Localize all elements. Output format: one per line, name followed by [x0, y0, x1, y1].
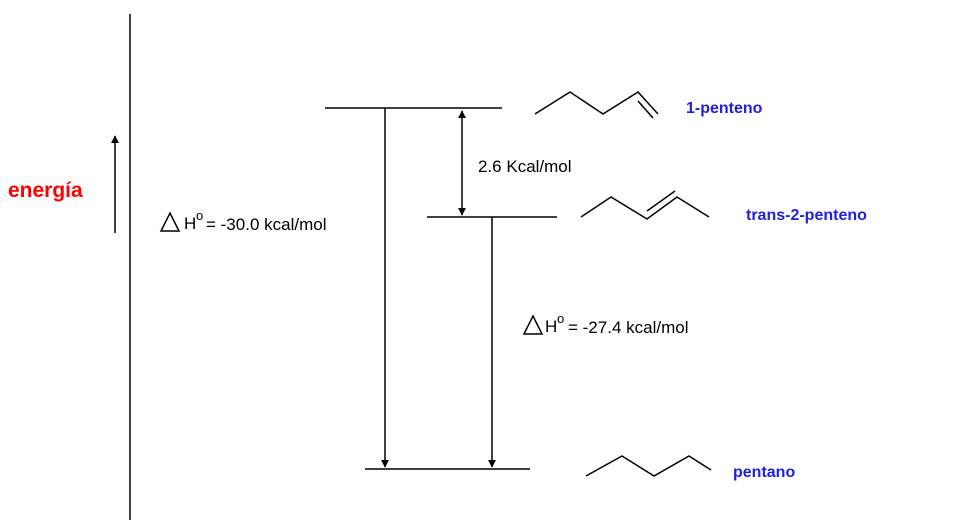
dh2-symbol: H [545, 317, 557, 336]
dh1-value: = -30.0 kcal/mol [206, 215, 326, 234]
name-1-penteno: 1-penteno [686, 100, 763, 117]
pentane-skeletal-icon [585, 455, 712, 477]
trans-2-pentene-skeletal-icon [580, 190, 710, 220]
dh2-value: = -27.4 kcal/mol [568, 318, 688, 337]
energy-axis-label: energía [8, 179, 83, 202]
1-pentene-skeletal-icon [534, 91, 659, 119]
dh2-sup: o [557, 311, 564, 326]
name-pentano: pentano [733, 464, 795, 481]
delta-triangle-icon [522, 314, 544, 335]
dh1-symbol: H [184, 214, 196, 233]
penteno-gap-label: 2.6 Kcal/mol [478, 157, 572, 176]
delta-triangle-icon [159, 211, 181, 232]
dh1-sup: o [196, 208, 203, 223]
name-trans-2-penteno: trans-2-penteno [746, 207, 867, 224]
